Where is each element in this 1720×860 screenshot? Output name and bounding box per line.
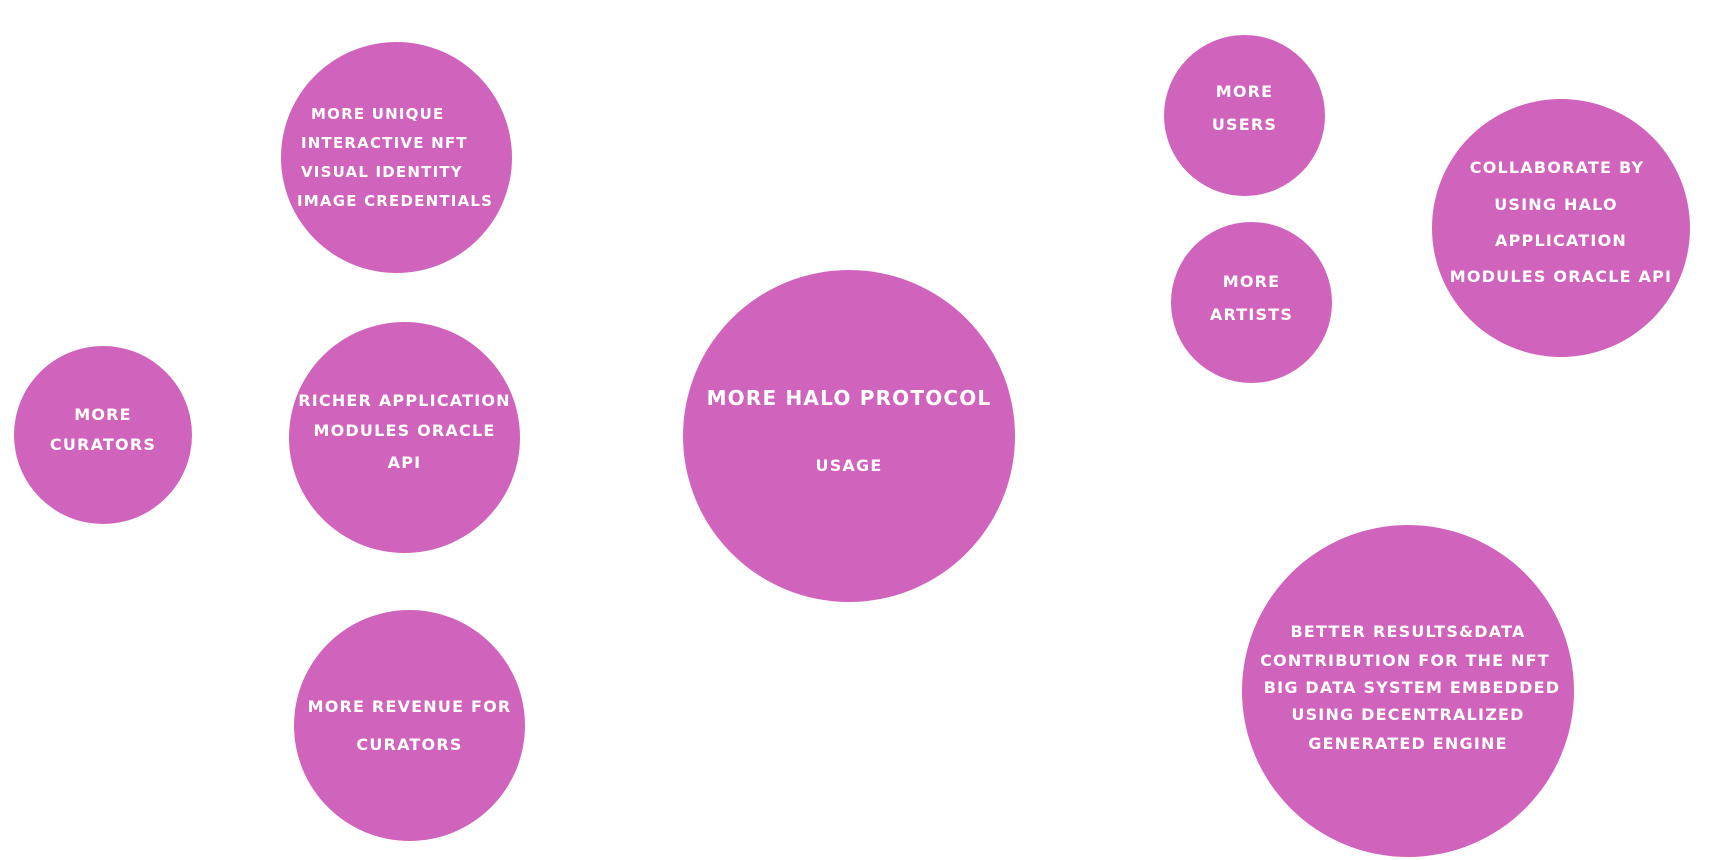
bubble-line: MODULES ORACLE (313, 421, 496, 440)
bubble-better-results: BETTER RESULTS&DATA CONTRIBUTION FOR THE… (1242, 525, 1574, 857)
bubble-line: USING HALO (1494, 195, 1618, 214)
bubble-line: MORE (1222, 271, 1281, 291)
center-bubble-line-1: MORE HALO PROTOCOL (706, 385, 992, 410)
bubble-line: MORE (74, 405, 132, 424)
bubble-line: MORE REVENUE FOR (307, 696, 512, 716)
bubble-line: USING DECENTRALIZED (1291, 705, 1525, 724)
bubble-line: ARTISTS (1209, 304, 1294, 324)
center-bubble-halo-protocol-usage: MORE HALO PROTOCOL USAGE (683, 270, 1015, 602)
bubble-line: CURATORS (49, 435, 157, 454)
bubble-line: API (387, 453, 422, 472)
bubble-line: USERS (1211, 114, 1278, 134)
bubble-line: INTERACTIVE NFT (301, 133, 468, 152)
bubble-line: CONTRIBUTION FOR THE NFT (1260, 651, 1550, 670)
bubble-unique-nft-identity: MORE UNIQUE INTERACTIVE NFT VISUAL IDENT… (281, 42, 512, 273)
bubble-collaborate: COLLABORATE BY USING HALO APPLICATION MO… (1432, 99, 1690, 357)
bubble-line: RICHER APPLICATION (298, 391, 511, 410)
bubble-line: APPLICATION (1495, 231, 1627, 250)
bubble-more-users: MORE USERS (1164, 35, 1325, 196)
bubble-more-artists: MORE ARTISTS (1171, 222, 1332, 383)
bubble-line: COLLABORATE BY (1469, 158, 1645, 177)
bubble-line: CURATORS (356, 734, 463, 754)
bubble-line: MODULES ORACLE API (1449, 267, 1673, 286)
bubble-line: MORE (1215, 81, 1274, 101)
bubble-line: IMAGE CREDENTIALS (297, 191, 494, 210)
bubble-line: BIG DATA SYSTEM EMBEDDED (1263, 678, 1561, 697)
bubble-more-curators: MORE CURATORS (14, 346, 192, 524)
bubble-revenue-curators: MORE REVENUE FOR CURATORS (294, 610, 525, 841)
bubble-line: VISUAL IDENTITY (301, 162, 463, 181)
bubble-line: GENERATED ENGINE (1308, 734, 1508, 753)
bubble-line: BETTER RESULTS&DATA (1290, 622, 1526, 641)
bubble-line: MORE UNIQUE (311, 104, 445, 123)
bubble-richer-application: RICHER APPLICATION MODULES ORACLE API (289, 322, 520, 553)
center-bubble-line-2: USAGE (815, 455, 883, 475)
